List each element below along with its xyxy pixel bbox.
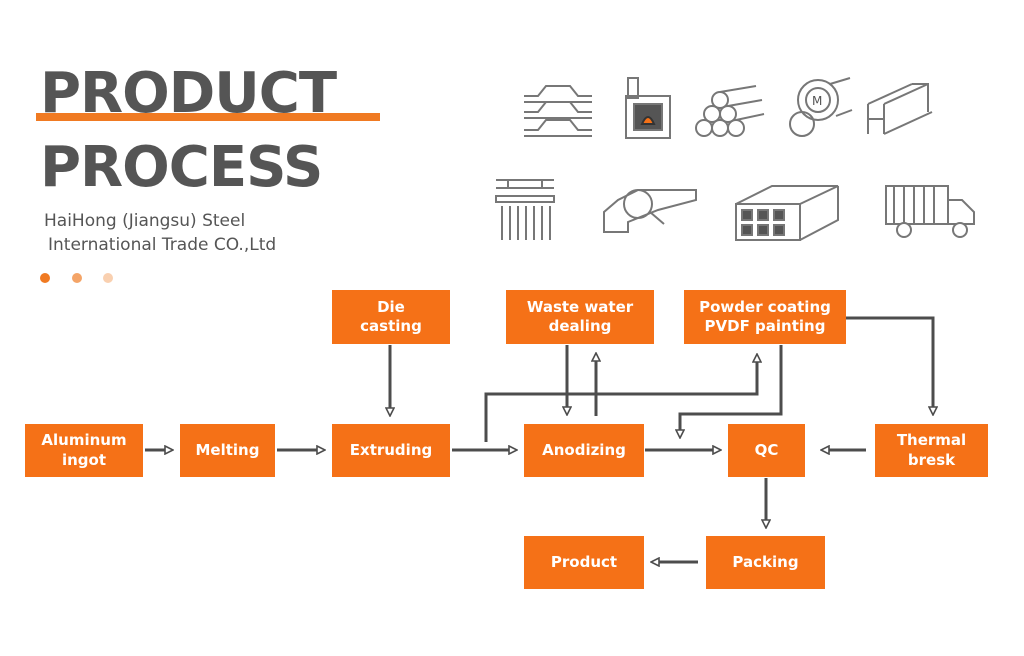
pipe-stack-icon — [695, 85, 765, 137]
title-line-process: PROCESS — [40, 135, 323, 200]
node-product: Product — [524, 536, 644, 589]
square-tube-bundle-icon — [735, 185, 839, 241]
angle-profile-icon — [603, 189, 697, 233]
node-aluminum-ingot: Aluminum ingot — [25, 424, 143, 477]
node-packing: Packing — [706, 536, 825, 589]
decor-dot-2 — [72, 273, 82, 283]
arrow-powder-coating-to-qc — [680, 345, 783, 437]
node-extruding: Extruding — [332, 424, 450, 477]
pipe-cross-section-icon: M — [789, 77, 853, 137]
node-qc: QC — [728, 424, 805, 477]
arrow-extruding-to-powder-coating — [484, 355, 757, 442]
svg-text:M: M — [812, 94, 822, 108]
h-beam-icon — [867, 83, 933, 135]
title-line-product: PRODUCT — [40, 61, 337, 126]
node-anodizing: Anodizing — [524, 424, 644, 477]
furnace-icon — [625, 77, 671, 139]
title-underline — [36, 113, 380, 121]
node-powder-coating: Powder coating PVDF painting — [684, 290, 846, 344]
truck-icon — [885, 185, 975, 238]
arrow-powder-coating-to-thermal-break — [846, 316, 933, 414]
extrusion-press-icon — [495, 179, 555, 240]
company-name-line2: International Trade CO.,Ltd — [48, 235, 277, 255]
decor-dot-3 — [103, 273, 113, 283]
node-thermal-break: Thermal bresk — [875, 424, 988, 477]
company-name-line1: HaiHong (Jiangsu) Steel — [44, 211, 246, 231]
node-die-casting: Die casting — [332, 290, 450, 344]
node-melting: Melting — [180, 424, 275, 477]
node-waste-water-dealing: Waste water dealing — [506, 290, 654, 344]
corrugated-sheet-icon — [524, 85, 592, 137]
decor-dot-1 — [40, 273, 50, 283]
